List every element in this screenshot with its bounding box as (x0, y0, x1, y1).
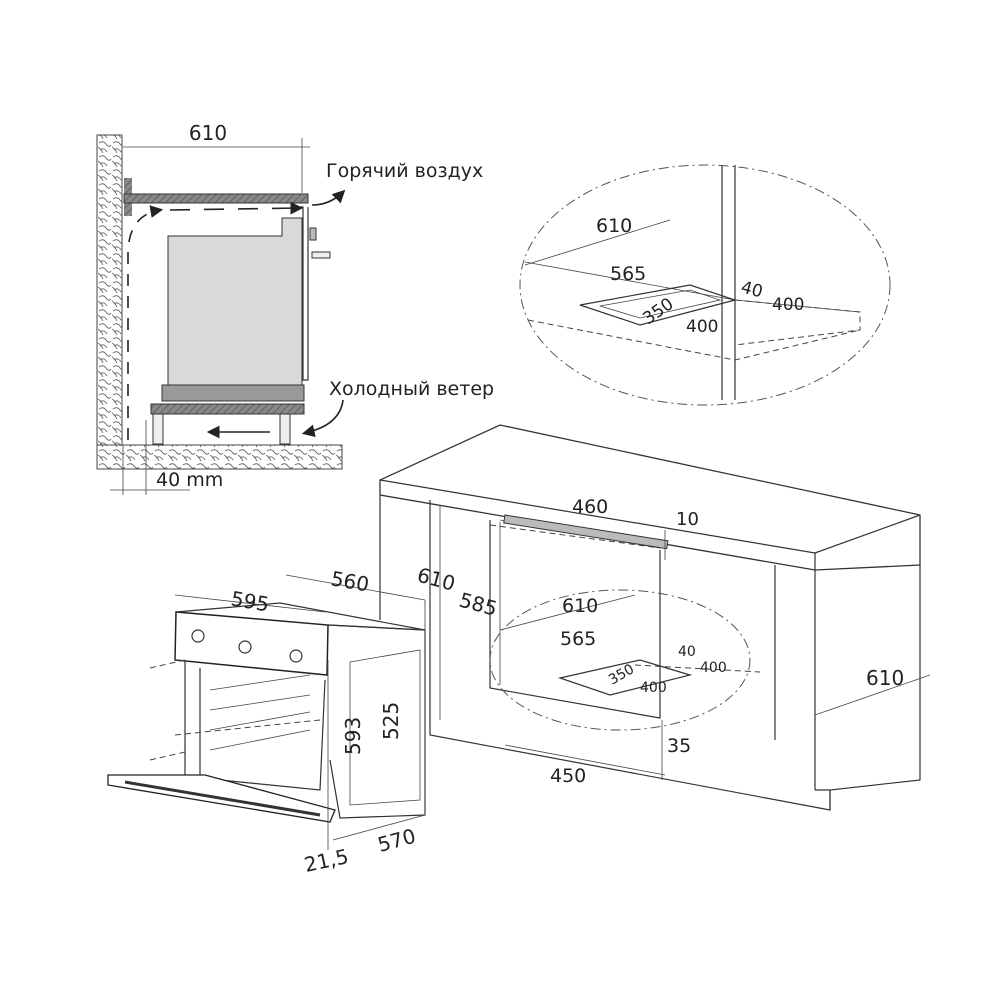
oven-knob-1 (191, 629, 205, 643)
detail-dim-vent-length: 400 (686, 317, 718, 337)
oven-dim-height: 593 (341, 717, 365, 755)
oven-cavity (184, 660, 326, 791)
detail-ellipse (519, 164, 891, 406)
cab-dim-depth: 610 (562, 595, 598, 617)
oven-control-panel (174, 611, 329, 676)
cabinet-view: 610 585 460 10 610 565 40 400 350 400 45… (379, 424, 931, 811)
oven-knob-3 (289, 649, 303, 663)
cab-dim-width: 460 (572, 496, 608, 518)
oven-base (161, 384, 305, 402)
cold-air-label: Холодный ветер (329, 378, 494, 400)
top-vent-strip (503, 514, 669, 550)
oven-knob-2 (238, 640, 252, 654)
airflow-top-arrow (169, 201, 304, 215)
detail-dim-vent-width: 400 (772, 295, 804, 315)
oven-dim-door-thickness: 21,5 (302, 844, 351, 877)
cab-dim-side-depth: 610 (866, 666, 904, 690)
hot-air-arrow (311, 189, 346, 206)
detail-view: 610 565 40 400 350 400 (519, 164, 891, 406)
oven-dim-depth: 570 (375, 824, 418, 857)
cab-dim-height: 610 (415, 563, 458, 596)
oven-handle (311, 251, 331, 259)
oven-dim-width: 595 (229, 586, 271, 616)
floor (96, 444, 343, 470)
cab-dim-bottom-gap: 35 (667, 735, 691, 757)
cab-dim-inner-height: 585 (457, 588, 500, 621)
leg-right (279, 413, 291, 445)
cab-dim-bottom-width: 450 (550, 765, 586, 787)
shelf-section (150, 403, 305, 415)
oven-dim-top-depth: 560 (329, 566, 371, 596)
cab-dim-inner-depth: 565 (560, 628, 596, 650)
leg-left (152, 413, 164, 445)
cabinet-top (379, 424, 921, 571)
cab-dim-offset: 40 (678, 644, 696, 660)
dim-gap-40mm: 40 mm (156, 469, 223, 491)
detail-dim-offset: 40 (739, 278, 765, 303)
cabinet-detail-ellipse (489, 589, 751, 731)
cab-dim-vent-length: 400 (640, 680, 667, 696)
cab-dim-vent-depth: 350 (606, 661, 637, 688)
countertop-section (123, 193, 309, 204)
cab-dim-vent-width: 400 (700, 660, 727, 676)
cabinet-niche (489, 520, 661, 719)
oven-knob (309, 227, 317, 241)
hot-air-label: Горячий воздух (326, 160, 483, 182)
dim-side-width: 610 (189, 121, 227, 145)
wall (96, 134, 123, 446)
cold-air-arrow (301, 399, 344, 438)
oven-view: 595 560 593 525 21,5 570 (107, 566, 426, 877)
cab-dim-top-gap: 10 (676, 509, 699, 530)
side-view: 610 Горячий воздух Холодный ветер 40 mm (96, 121, 494, 495)
detail-dim-depth: 610 (596, 215, 632, 237)
oven-body (167, 217, 303, 386)
oven-dim-inner-height: 525 (379, 702, 403, 740)
cabinet-front-bottom (429, 500, 831, 811)
detail-dim-inner-depth: 565 (610, 263, 646, 285)
